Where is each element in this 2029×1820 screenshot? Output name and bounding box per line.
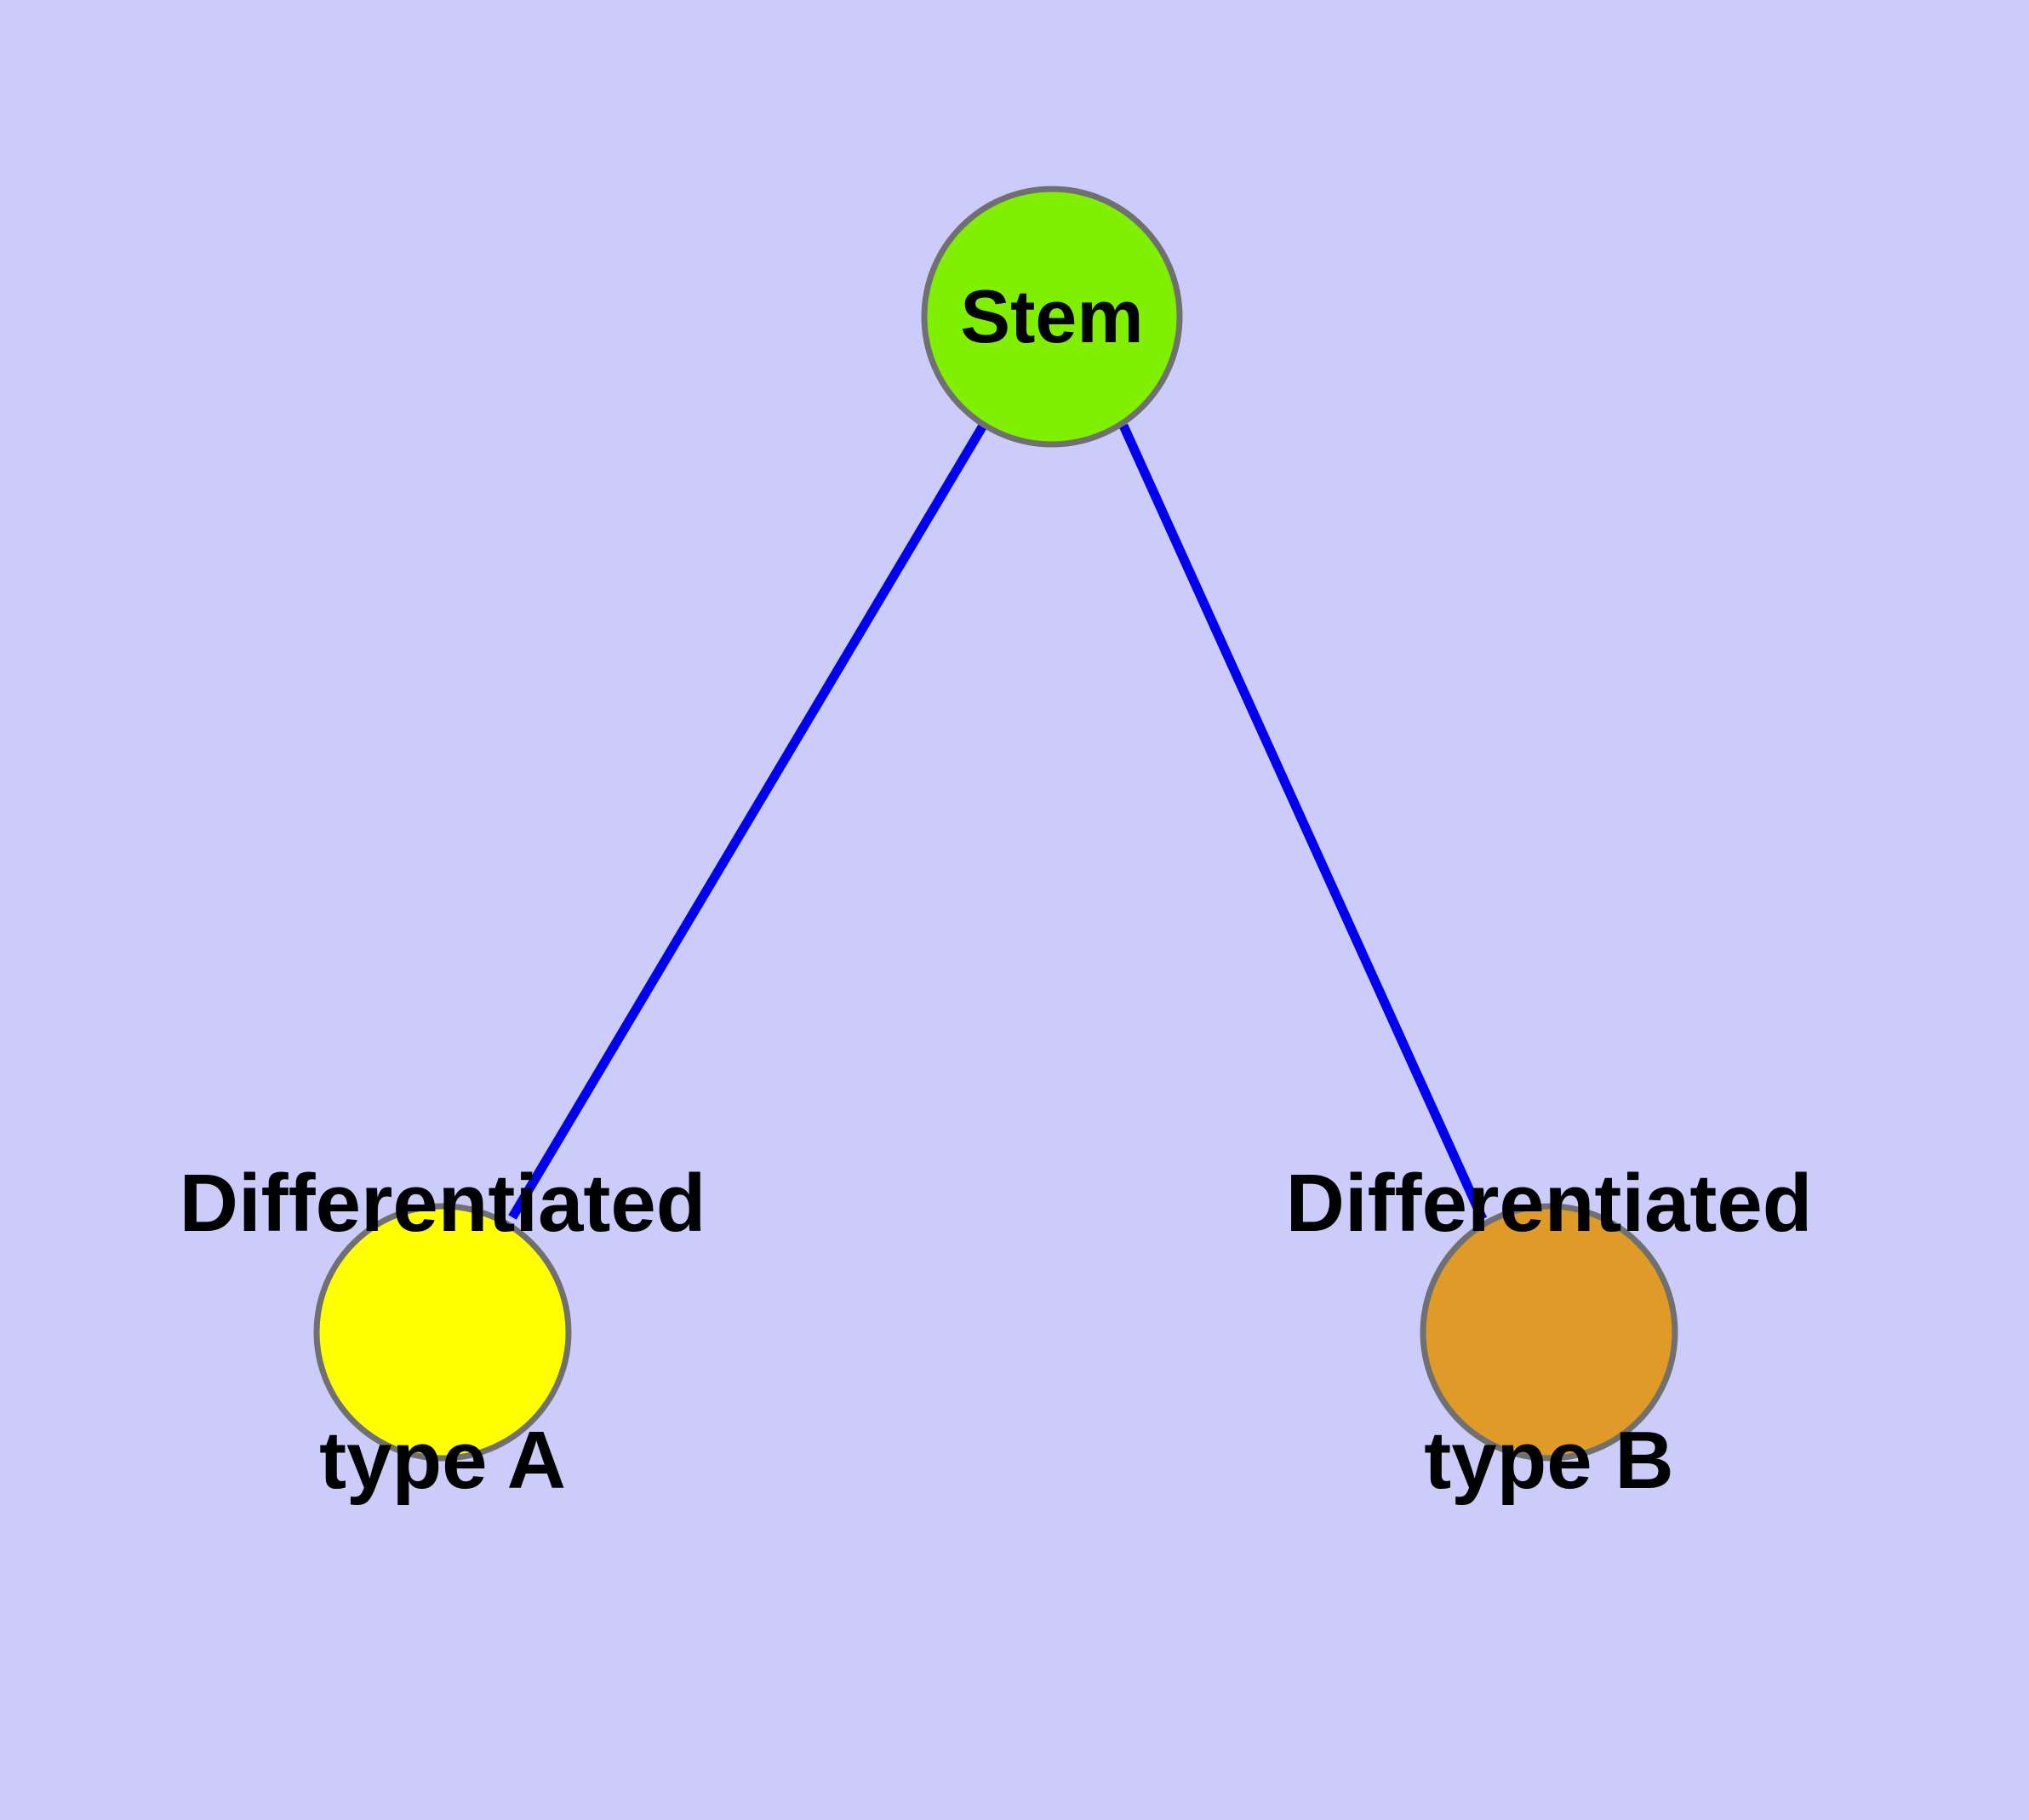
node-differentiated-type-b[interactable]: [1420, 1203, 1678, 1462]
edge-stem-to-differentiated-type-b[interactable]: [1118, 423, 1488, 1222]
node-layer: [313, 186, 1678, 1462]
edge-layer: [508, 423, 1488, 1222]
node-differentiated-type-a[interactable]: [313, 1203, 572, 1462]
edge-stem-to-differentiated-type-a[interactable]: [508, 423, 987, 1220]
node-stem[interactable]: [921, 186, 1183, 448]
